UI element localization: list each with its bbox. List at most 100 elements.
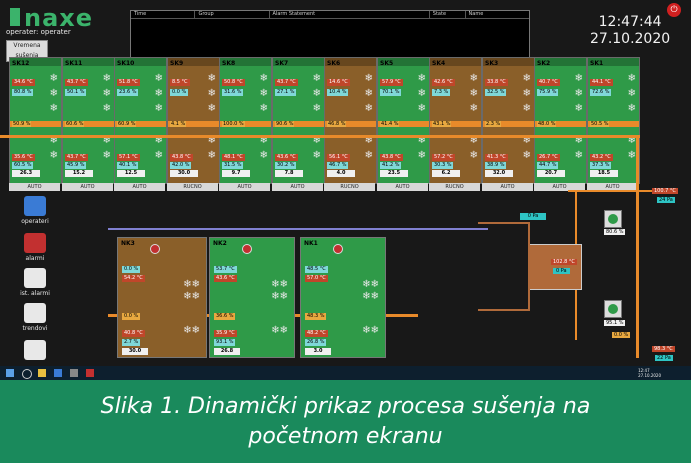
start-icon[interactable] [6, 369, 14, 377]
chamber-name: SK1 [590, 60, 604, 67]
sidebar-item[interactable]: operateri [15, 196, 55, 225]
chamber-number: 20.7 [537, 170, 565, 177]
fan-icon: ❄ [627, 88, 636, 99]
alarm-col-name: Name [468, 11, 484, 17]
lower-bottom-2: 26.8 % [305, 339, 327, 346]
search-icon[interactable] [22, 369, 32, 379]
alarm-history-icon [24, 268, 46, 288]
caption-line-1: Slika 1. Dinamički prikaz procesa sušenj… [100, 393, 591, 419]
sidebar-item[interactable]: ist. alarmi [15, 268, 55, 297]
sidebar-item[interactable] [15, 340, 55, 362]
chamber-humidity: 23.6 % [117, 89, 139, 96]
burner-unit[interactable]: 102.8 °C 0 Pa [528, 244, 582, 290]
sidebar-item[interactable]: alarmi [15, 233, 55, 262]
sidebar-item[interactable]: trendovi [15, 303, 55, 332]
app-icon[interactable] [54, 369, 62, 377]
window-icon[interactable] [70, 369, 78, 377]
chamber-bottom-temp: 43.2 °C [590, 154, 613, 161]
fan-icon: ❄ [312, 88, 321, 99]
valve-icon[interactable] [333, 244, 343, 254]
chamber-fill-strip: 48.0 % [535, 121, 586, 127]
fan-icon: ❄❄ [362, 279, 379, 290]
chamber-mode-button[interactable]: RUCNO [167, 183, 218, 191]
chamber-name: SK5 [380, 60, 394, 67]
fan-icon: ❄ [364, 150, 373, 161]
fan-icon: ❄ [207, 103, 216, 114]
valve-icon[interactable] [150, 244, 160, 254]
chamber-bottom-temp: 43.6 °C [275, 154, 298, 161]
chamber-mode-button[interactable]: AUTO [534, 183, 585, 191]
chamber-mode-button[interactable]: AUTO [587, 183, 638, 191]
alarm-panel[interactable]: Time Group Alarm Statement State Name [130, 10, 530, 64]
fan-icon: ❄ [154, 88, 163, 99]
right-pressure-2: 22 Pa [655, 355, 673, 361]
chamber-mode-button[interactable]: AUTO [114, 183, 165, 191]
taskbar: 12:47 27.10.2020 [0, 366, 691, 380]
power-icon[interactable]: ⏻ [667, 3, 681, 17]
chamber-mode-button[interactable]: RUCNO [324, 183, 375, 191]
chamber-mode-button[interactable]: AUTO [482, 183, 533, 191]
chamber-header [535, 58, 586, 66]
chamber-mode-button[interactable]: AUTO [377, 183, 428, 191]
fan-icon: ❄ [207, 150, 216, 161]
fan-icon: ❄ [49, 88, 58, 99]
fan1-icon[interactable] [604, 210, 622, 228]
chamber-temp: 42.6 °C [432, 79, 455, 86]
alarm-col-time: Time [131, 11, 196, 18]
chamber-number: 4.0 [327, 170, 355, 177]
fan-icon: ❄ [259, 88, 268, 99]
fan-icon: ❄ [522, 88, 531, 99]
operators-icon [24, 196, 46, 216]
fan-icon: ❄ [469, 135, 478, 146]
chamber-mode-button[interactable]: RUCNO [429, 183, 480, 191]
right-temp-2: 98.3 °C [652, 346, 675, 352]
logo-text: naxe [24, 4, 94, 32]
fan-icon: ❄ [154, 103, 163, 114]
fan2-icon[interactable] [604, 300, 622, 318]
fan-icon: ❄ [207, 73, 216, 84]
chamber-mode-button[interactable]: AUTO [62, 183, 113, 191]
scada-app-icon[interactable] [86, 369, 94, 377]
lower-number: 30.0 [122, 348, 148, 355]
scada-screen: naxe operater: operater Vremena sušenja … [0, 3, 691, 380]
fan-icon: ❄❄ [183, 291, 200, 302]
fan-icon: ❄ [574, 103, 583, 114]
fan-icon: ❄ [312, 103, 321, 114]
chamber-header [63, 58, 114, 66]
fan-icon: ❄ [154, 150, 163, 161]
fan-icon: ❄ [417, 135, 426, 146]
chamber-mode-button[interactable]: AUTO [219, 183, 270, 191]
chamber-temp: 50.8 °C [222, 79, 245, 86]
fan-icon: ❄ [417, 73, 426, 84]
chamber-humidity: 0.0 % [170, 89, 189, 96]
lower-mid: 36.6 % [214, 313, 236, 320]
chamber-temp: 33.8 °C [485, 79, 508, 86]
chamber-fill-strip: 4.1 % [168, 121, 219, 127]
valve-icon[interactable] [242, 244, 252, 254]
chamber-temp: 34.6 °C [12, 79, 35, 86]
chamber-header [115, 58, 166, 66]
chamber-mode-button[interactable]: AUTO [9, 183, 60, 191]
chamber-humidity: 72.6 % [590, 89, 612, 96]
chamber-mode-button[interactable]: AUTO [272, 183, 323, 191]
folder-icon[interactable] [38, 369, 46, 377]
fan-icon: ❄ [417, 150, 426, 161]
chamber-name: SK6 [327, 60, 341, 67]
chamber-name: SK8 [222, 60, 236, 67]
fan-icon: ❄ [49, 73, 58, 84]
